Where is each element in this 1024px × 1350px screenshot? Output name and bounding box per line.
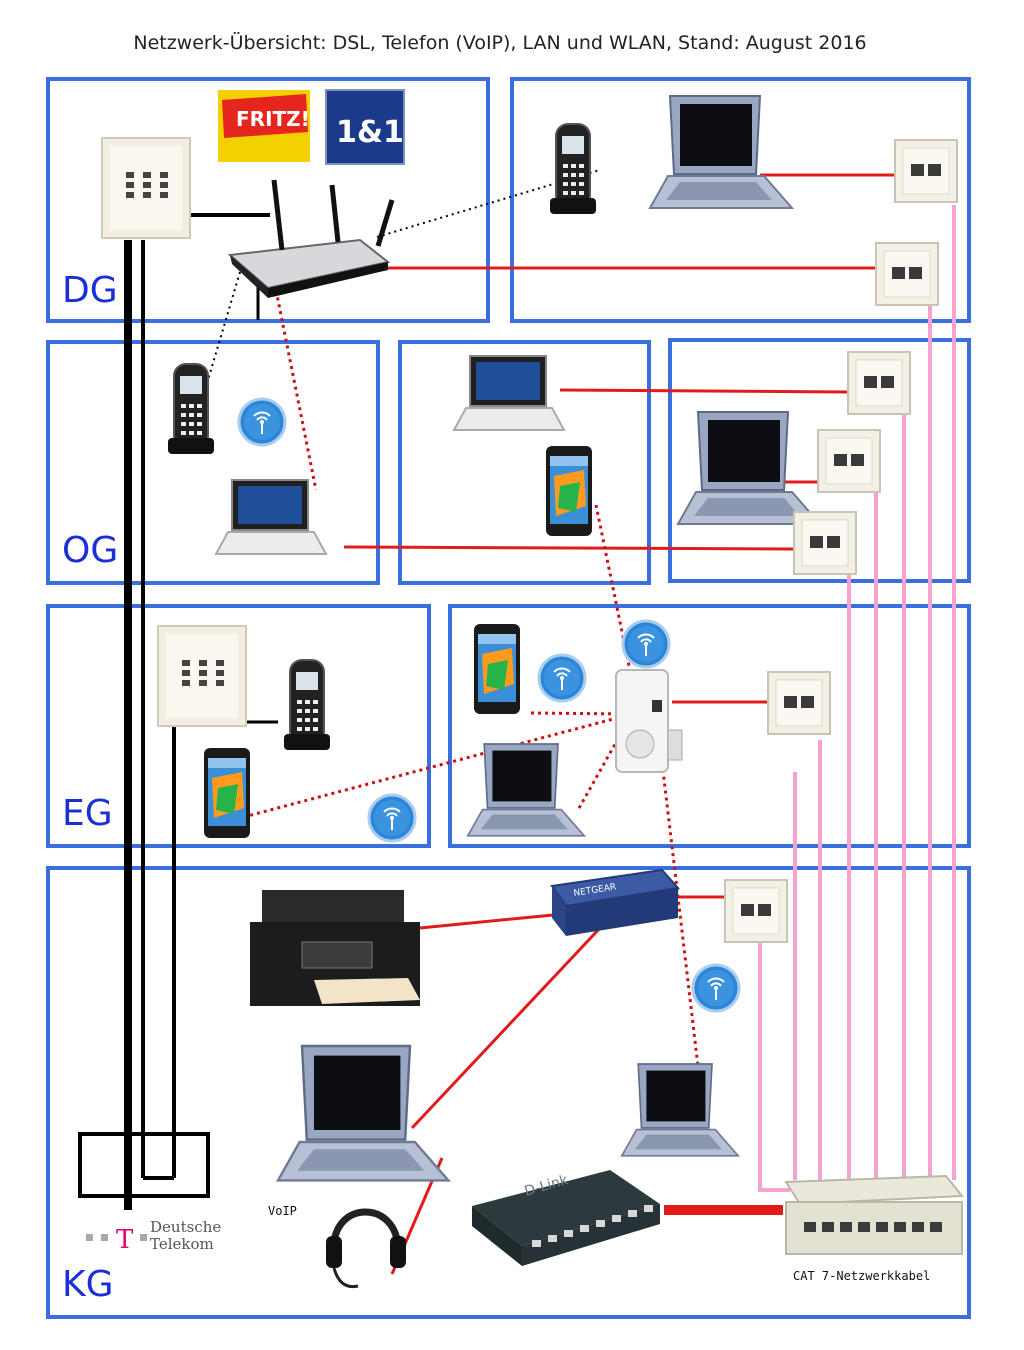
smartphone-og [546,446,592,536]
wlan-links [239,269,704,1101]
patch-panel [784,1174,965,1255]
lan-jack-kg [724,879,788,943]
floor-label-kg: KG [62,1264,114,1305]
dect-phone-eg [283,659,331,751]
zone-kg [46,866,971,1319]
smartphone-eg-left [204,748,250,838]
telekom-line1: Deutsche [150,1218,222,1236]
zone-dg-left [46,77,490,323]
telekom-logo: T [86,1225,147,1255]
page-title: Netzwerk-Übersicht: DSL, Telefon (VoIP),… [133,32,867,54]
wifi-icon-kg [691,963,741,1013]
wifi-icon-eg-right [537,653,587,703]
laptop-kg-left [276,1044,450,1182]
floor-label-og: OG [62,530,119,571]
telekom-line2: Telekom [150,1235,214,1253]
laptop-kg-right [620,1063,740,1157]
laptop-og [677,411,821,525]
netbook-og-left [215,479,327,555]
tae-socket-dg [101,137,191,239]
svg-text:T: T [116,1225,134,1255]
dect-phone-og [167,363,215,455]
lan-jack-og-1 [847,351,911,415]
lan-jack-og-3 [793,511,857,575]
netgear-switch: NETGEAR [550,868,680,936]
netbook-og-middle [453,355,565,431]
svg-text:1&1: 1&1 [336,115,404,150]
laptop-eg [466,743,586,837]
zone-og-middle [398,340,651,585]
phone-lines [78,213,278,1210]
cat7-cables [758,205,956,1192]
zone-eg-right [448,604,971,848]
provider-logo: 1&1 [325,89,405,165]
zone-eg-left [46,604,431,848]
dect-phone-dg [549,123,597,215]
wifi-icon-og [237,397,287,447]
dect-links [204,169,601,391]
dlink-switch: D-Link [472,1170,660,1266]
fritz-logo: FRITZ! [218,90,310,162]
lan-jack-dg-1 [894,139,958,203]
voip-label: VoIP [268,1204,297,1218]
zone-og-left [46,340,380,585]
lan-jack-og-2 [817,429,881,493]
tae-socket-eg [157,625,247,727]
fritzbox-router [227,179,395,298]
floor-label-eg: EG [62,793,113,834]
zone-dg-right [510,77,971,323]
wifi-icon-repeater [621,619,671,669]
zone-og-right [668,338,971,583]
svg-text:FRITZ!: FRITZ! [236,107,310,131]
headset-icon [326,1208,406,1289]
printer [250,890,420,1006]
powerline-repeater [615,669,683,773]
smartphone-eg-right [474,624,520,714]
cable-label: CAT 7-Netzwerkkabel [793,1269,931,1283]
wifi-icon-eg-left [367,793,417,843]
lan-jack-eg [767,671,831,735]
laptop-dg [649,95,793,209]
floor-label-dg: DG [62,270,118,311]
lan-jack-dg-2 [875,242,939,306]
